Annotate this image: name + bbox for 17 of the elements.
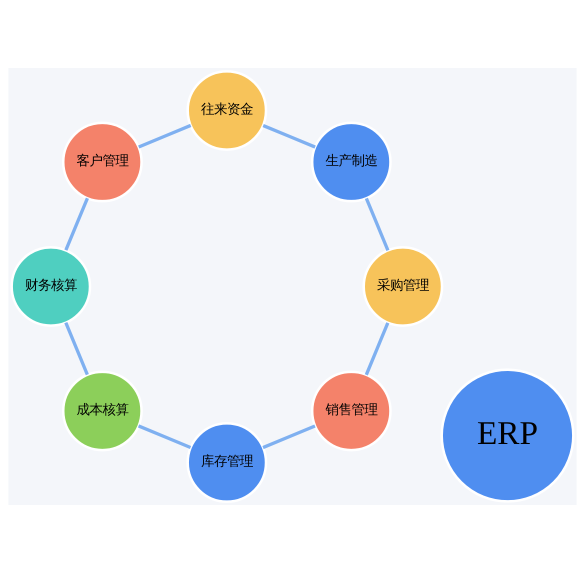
node-circle: 客户管理 xyxy=(62,121,143,202)
connector xyxy=(364,322,390,375)
node-circle: 销售管理 xyxy=(310,370,392,451)
node-circle: 成本核算 xyxy=(62,370,143,451)
connector xyxy=(138,424,192,449)
connector xyxy=(364,197,390,250)
node-circle: ERP xyxy=(440,368,575,502)
node-circle: 库存管理 xyxy=(186,422,268,502)
node-circle: 往来资金 xyxy=(186,70,268,150)
connector xyxy=(262,124,316,148)
connector xyxy=(138,123,192,148)
node-circle: 采购管理 xyxy=(362,246,444,326)
connector xyxy=(64,197,89,250)
node-circle: 财务核算 xyxy=(10,246,92,326)
connector xyxy=(262,424,316,449)
node-circle: 生产制造 xyxy=(310,121,392,202)
connector xyxy=(64,322,89,375)
